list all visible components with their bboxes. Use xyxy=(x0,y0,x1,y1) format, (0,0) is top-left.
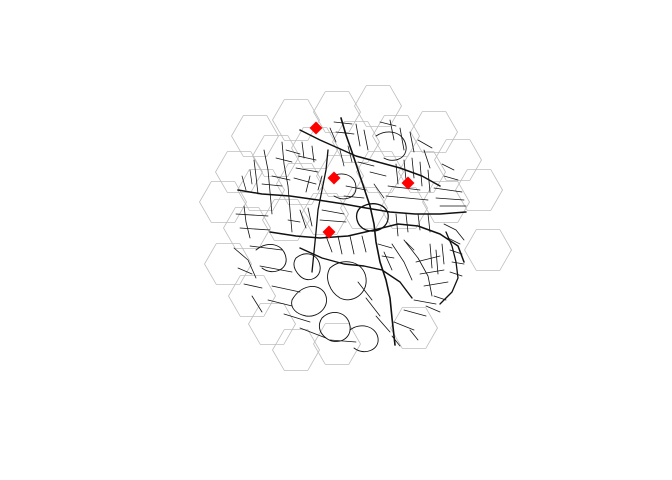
hex-cell xyxy=(356,151,404,193)
main-road xyxy=(439,231,459,305)
hex-cell xyxy=(354,85,402,127)
curved-road xyxy=(375,131,407,161)
hex-cell xyxy=(410,111,458,153)
hex-cell xyxy=(204,243,252,285)
main-road xyxy=(299,247,413,299)
hex-cell xyxy=(455,169,503,211)
hex-cell xyxy=(313,91,361,133)
main-road xyxy=(340,117,396,346)
hex-cell xyxy=(390,307,438,349)
hex-cell xyxy=(313,323,361,365)
main-road xyxy=(237,189,467,215)
curved-road xyxy=(291,285,327,317)
hex-cell xyxy=(340,187,388,229)
hex-cell xyxy=(276,163,324,205)
street xyxy=(241,145,459,259)
poi-marker xyxy=(309,121,323,135)
hex-cell xyxy=(272,329,320,371)
street xyxy=(357,239,449,333)
hex-cell xyxy=(434,139,482,181)
street xyxy=(261,175,367,255)
curved-road xyxy=(349,325,379,352)
hex-cell xyxy=(380,187,428,229)
main-road xyxy=(299,129,441,187)
hex-cell xyxy=(262,199,310,241)
curved-road xyxy=(318,311,351,342)
main-road xyxy=(311,149,329,273)
marker-layer xyxy=(309,121,415,239)
poi-marker xyxy=(327,171,341,185)
hex-cell xyxy=(464,229,512,271)
hex-cell xyxy=(231,115,279,157)
street xyxy=(385,157,467,237)
ring-road xyxy=(355,203,389,232)
curved-road xyxy=(255,243,287,272)
hex-cell xyxy=(228,275,276,317)
curved-road xyxy=(293,253,321,280)
hex-cell xyxy=(252,135,300,177)
curved-road xyxy=(327,261,367,301)
poi-marker xyxy=(322,225,336,239)
poi-marker xyxy=(401,176,415,190)
street xyxy=(429,223,465,277)
street xyxy=(233,247,447,347)
street xyxy=(293,119,433,185)
hex-cell xyxy=(272,99,320,141)
hex-cell xyxy=(332,121,380,163)
street-network xyxy=(233,117,467,352)
hex-cell xyxy=(199,181,247,223)
hex-cell xyxy=(422,181,470,223)
street xyxy=(235,141,357,343)
hex-cell xyxy=(398,151,446,193)
